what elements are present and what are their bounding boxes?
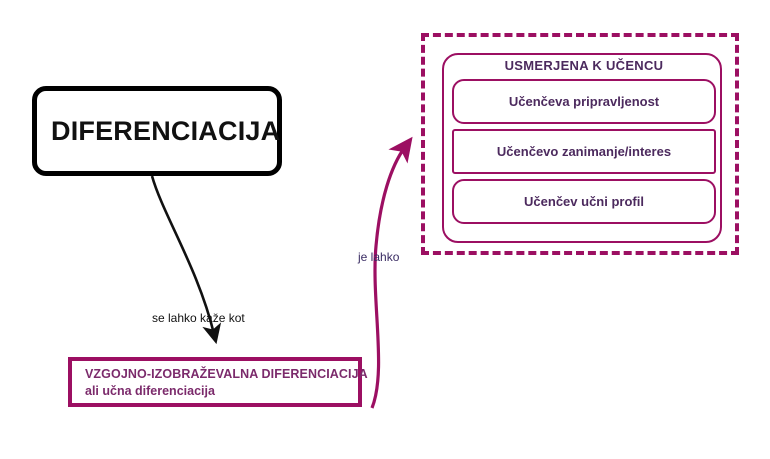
node-diferenciacija-label: DIFERENCIACIJA xyxy=(51,115,281,146)
node-ucenceva-pripravljenost: Učenčeva pripravljenost xyxy=(452,79,716,124)
group-usmerjena-k-ucencu-dashed-border xyxy=(421,33,739,255)
node-ucencev-ucni-profil-label: Učenčev učni profil xyxy=(524,194,644,209)
group-usmerjena-k-ucencu: USMERJENA K UČENCU Učenčeva pripravljeno… xyxy=(442,53,722,243)
connector-se-lahko-kaze-kot xyxy=(150,175,222,345)
group-title: USMERJENA K UČENCU xyxy=(504,58,664,73)
node-ucencevo-zanimanje-interes-label: Učenčevo zanimanje/interes xyxy=(496,144,672,159)
node-ucencevo-zanimanje-interes: Učenčevo zanimanje/interes xyxy=(452,129,716,174)
node-vzgojno-izobrazevalna-diferenciacija: VZGOJNO-IZOBRAŽEVALNA DIFERENCIACIJA ali… xyxy=(68,357,368,407)
node-ucencev-ucni-profil: Učenčev učni profil xyxy=(452,179,716,224)
node-bottom-line-1: VZGOJNO-IZOBRAŽEVALNA DIFERENCIACIJA xyxy=(85,367,368,381)
node-bottom-line-2: ali učna diferenciacija xyxy=(85,384,215,398)
connector-je-lahko xyxy=(370,136,413,409)
node-diferenciacija: DIFERENCIACIJA xyxy=(32,86,282,176)
node-ucenceva-pripravljenost-label: Učenčeva pripravljenost xyxy=(508,94,660,109)
edge-label-se-lahko-kaze-kot: se lahko kaže kot xyxy=(152,311,245,325)
edge-label-je-lahko: je lahko xyxy=(358,250,400,264)
